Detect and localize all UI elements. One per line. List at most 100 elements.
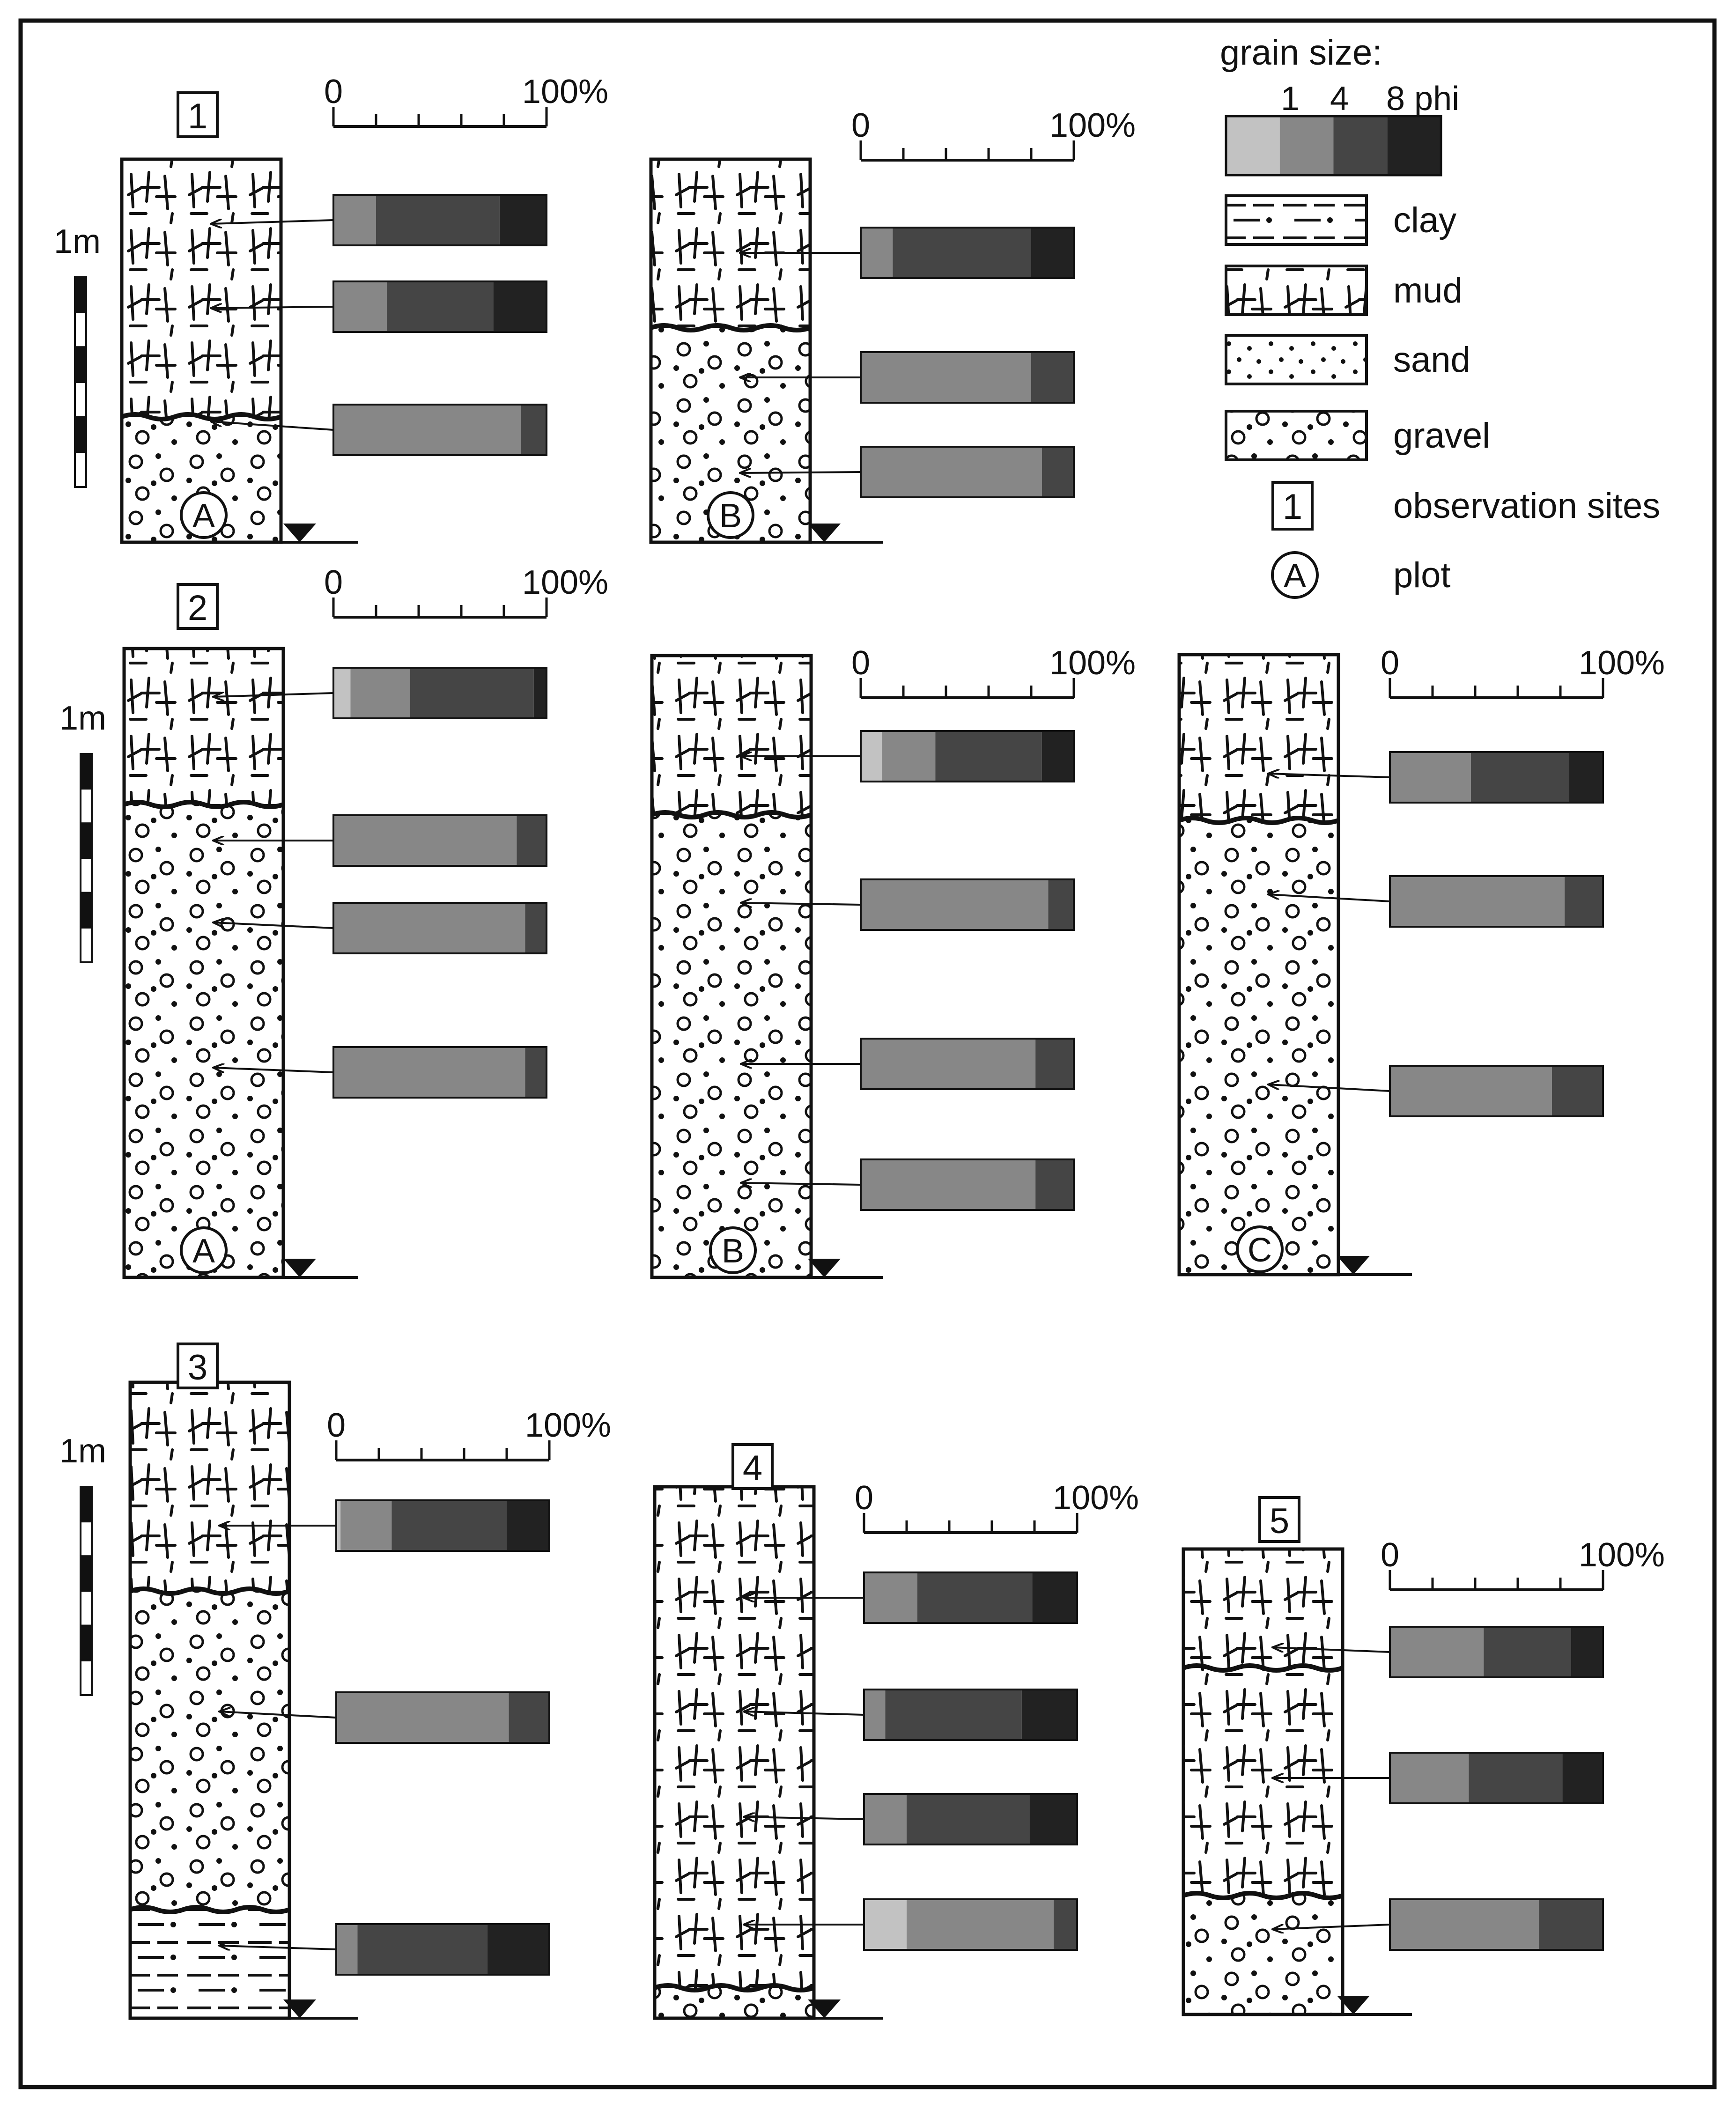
sample-arrow (219, 1946, 337, 1949)
sample-arrow (1272, 1924, 1390, 1929)
axis-label-100: 100% (1579, 1536, 1665, 1574)
plot-circle (707, 491, 754, 539)
layer-gravel (124, 804, 283, 1277)
legend-swatch-sand (1226, 335, 1367, 384)
bar-segment-class-2 (861, 352, 1031, 403)
grain-size-bar (335, 1923, 550, 1976)
water-table-marker (808, 1259, 841, 1277)
site-number: 4 (743, 1448, 762, 1488)
grain-size-bar (332, 194, 547, 246)
meter-segment (80, 1590, 93, 1627)
sample-arrow (219, 1712, 337, 1719)
bar-segment-class-3 (386, 281, 494, 332)
bar-segment-class-2 (336, 1924, 358, 1975)
bar-segment-class-2 (864, 1689, 886, 1740)
axis-label-100: 100% (525, 1407, 611, 1444)
sample-arrow (1268, 894, 1390, 902)
grain-size-bar (332, 814, 547, 867)
site-number: 2 (188, 588, 207, 628)
meter-segment (74, 381, 87, 418)
water-table-marker (808, 1999, 841, 2018)
grain-size-tick-3: 8 phi (1386, 80, 1459, 118)
legend-item-mud: mud (1225, 265, 1463, 316)
bar-segment-class-3 (1470, 752, 1569, 803)
sample-arrow (744, 1817, 864, 1819)
bar-segment-class-3 (517, 815, 547, 866)
legend-swatch-mud (1226, 266, 1367, 315)
bar-segment-class-2 (907, 1899, 1054, 1950)
grain-size-bar (1389, 751, 1604, 804)
sample-arrow (741, 903, 861, 905)
bar-segment-class-3 (1048, 879, 1074, 930)
layer-gravel (130, 1591, 289, 1910)
bar-segment-class-3 (410, 668, 534, 718)
meter-segment (80, 788, 93, 825)
grain-size-bar (860, 446, 1075, 498)
plot-letter: A (192, 497, 215, 535)
bar-segment-class-4 (1030, 1794, 1077, 1844)
bar-segment-class-1 (336, 1500, 341, 1551)
water-table-marker (1337, 1996, 1370, 2014)
legend-title: grain size: (1220, 33, 1382, 73)
grain-size-swatch-1 (1226, 116, 1280, 175)
layer-mud (124, 649, 283, 804)
water-table-marker (283, 524, 316, 542)
bar-segment-class-3 (392, 1500, 507, 1551)
grain-size-bar (335, 1499, 550, 1552)
legend-label-sand: sand (1393, 340, 1470, 380)
meter-segment (80, 1624, 93, 1661)
grain-size-scale-outline (1225, 115, 1442, 177)
legend-plot-symbol: A (1284, 557, 1306, 595)
legend-swatch-outline (1225, 334, 1368, 385)
meter-segment (80, 1520, 93, 1557)
axis-label-0: 0 (324, 564, 343, 601)
meter-segment (74, 276, 87, 313)
sample-arrow (1268, 1085, 1390, 1092)
plot-letter: A (192, 1232, 215, 1270)
axis-label-0: 0 (1381, 644, 1399, 682)
bar-segment-class-4 (488, 1924, 549, 1975)
plot-circle (1236, 1225, 1284, 1273)
bar-segment-class-4 (1562, 1753, 1603, 1803)
bar-segment-class-2 (1390, 1753, 1469, 1803)
meter-segment (74, 416, 87, 453)
bar-segment-class-3 (509, 1692, 549, 1743)
bar-segment-class-2 (864, 1794, 907, 1844)
grain-size-bar (860, 730, 1075, 782)
grain-size-bar (1389, 1752, 1604, 1804)
bar-segment-class-3 (1042, 447, 1074, 497)
bar-segment-class-2 (861, 1159, 1036, 1210)
grain-size-bar (860, 1038, 1075, 1090)
legend-label-mud: mud (1393, 271, 1463, 310)
layer-mud (651, 159, 810, 328)
legend-swatch-clay (1226, 196, 1367, 244)
bar-segment-class-2 (336, 1692, 509, 1743)
legend-plot-circle (1271, 551, 1319, 599)
bar-segment-class-3 (885, 1689, 1022, 1740)
grain-size-tick-1: 1 (1281, 80, 1300, 118)
bar-segment-class-2 (864, 1572, 917, 1623)
bar-segment-class-1 (864, 1899, 907, 1950)
meter-segment (74, 451, 87, 488)
meter-segment (80, 892, 93, 929)
bar-segment-class-2 (861, 228, 893, 278)
legend-item-sand: sand (1225, 334, 1470, 385)
grain-size-tick-2: 4 (1330, 80, 1349, 118)
sample-arrow (213, 1068, 334, 1073)
sample-arrow (740, 472, 861, 473)
bar-segment-class-3 (1539, 1899, 1603, 1950)
bar-segment-class-1 (861, 731, 882, 782)
meter-segment (80, 1555, 93, 1592)
